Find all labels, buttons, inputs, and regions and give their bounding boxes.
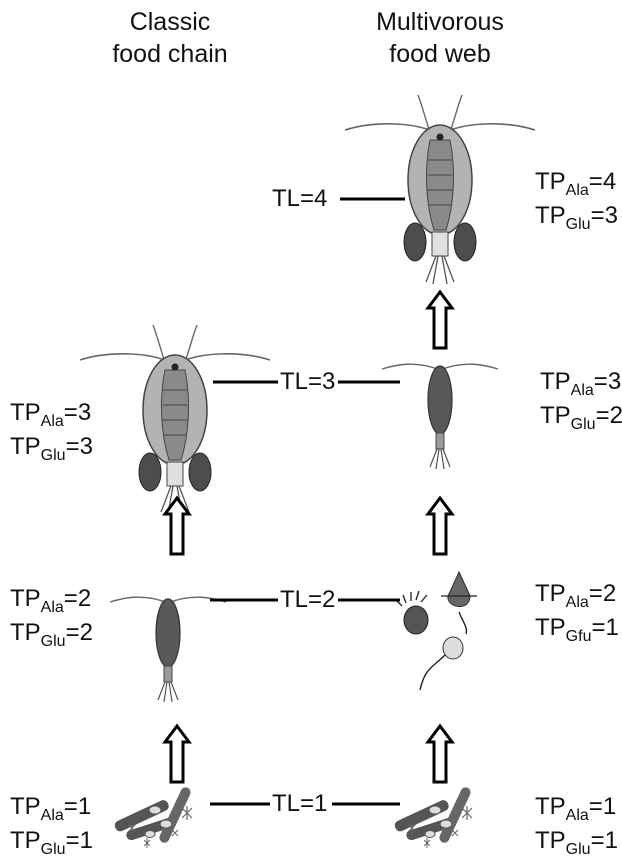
left-phytoplankton — [113, 786, 192, 848]
right-tp-glu-1: TPGlu=1 — [535, 824, 618, 858]
right-small-copepod — [382, 364, 498, 469]
left-tp-ala-2: TPAla=2 — [10, 582, 93, 616]
right-arrow-2-3 — [428, 498, 452, 554]
right-arrow-3-4 — [428, 292, 452, 348]
left-tp-level2: TPAla=2 TPGlu=2 — [10, 582, 93, 650]
right-phytoplankton — [393, 786, 472, 848]
left-tp-glu-1: TPGlu=1 — [10, 824, 93, 858]
left-large-copepod — [80, 325, 270, 514]
left-tp-ala-1: TPAla=1 — [10, 790, 93, 824]
right-tp-glu-3: TPGlu=2 — [540, 399, 622, 433]
right-tp-ala-1: TPAla=1 — [535, 790, 618, 824]
right-protists — [396, 572, 477, 690]
right-tp-level4: TPAla=4 TPGlu=3 — [535, 165, 618, 233]
tl1-label: TL=1 — [270, 791, 329, 817]
right-tp-ala-4: TPAla=4 — [535, 165, 618, 199]
right-tp-level2: TPAla=2 TPGfu=1 — [535, 577, 619, 645]
tl3-label: TL=3 — [278, 369, 337, 395]
right-large-copepod — [345, 95, 535, 284]
right-tp-glu-4: TPGlu=3 — [535, 199, 618, 233]
left-arrow-2-3 — [165, 498, 189, 554]
right-tp-ala-3: TPAla=3 — [540, 365, 622, 399]
tl2-label: TL=2 — [278, 587, 337, 613]
right-tp-ala-2: TPAla=2 — [535, 577, 619, 611]
right-tp-level3: TPAla=3 TPGlu=2 — [540, 365, 622, 433]
left-arrow-1-2 — [165, 726, 189, 782]
tl4-label: TL=4 — [270, 186, 329, 212]
left-tp-glu-2: TPGlu=2 — [10, 616, 93, 650]
right-arrow-1-2 — [428, 726, 452, 782]
left-tp-level3: TPAla=3 TPGlu=3 — [10, 396, 93, 464]
left-small-copepod — [110, 597, 226, 702]
left-tp-level1: TPAla=1 TPGlu=1 — [10, 790, 93, 858]
right-tp-gfu-2: TPGfu=1 — [535, 611, 619, 645]
left-tp-glu-3: TPGlu=3 — [10, 430, 93, 464]
left-tp-ala-3: TPAla=3 — [10, 396, 93, 430]
right-tp-level1: TPAla=1 TPGlu=1 — [535, 790, 618, 858]
